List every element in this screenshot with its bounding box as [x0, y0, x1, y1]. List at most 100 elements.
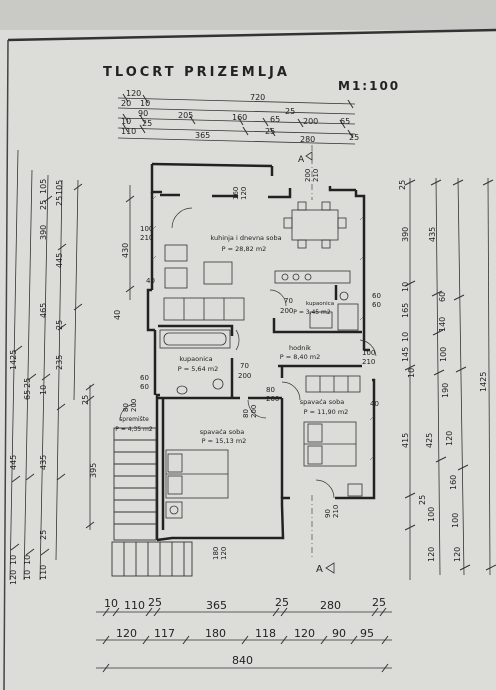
lbl-kitchen-door-w: 100	[140, 225, 153, 233]
dim-left-40a: 40	[113, 310, 122, 320]
bathroom-fixtures	[159, 291, 359, 395]
dim-top-65a: 65	[270, 115, 280, 124]
plan-scale: M1:100	[338, 79, 400, 93]
doors	[119, 207, 377, 499]
room-bath-lower-area: P = 5,64 m2	[178, 365, 219, 373]
left-dim-labels: 1425 25 445 10 10 25 120 105 25 465 65 4…	[9, 179, 130, 585]
top-dim-labels: 120 720 20 10 25 90 205 160 65 200 65 10…	[121, 89, 359, 144]
frame-left	[3, 39, 9, 690]
bottom-dimensions	[96, 607, 392, 673]
dim-top-205: 205	[178, 111, 193, 120]
dim-top-200: 200	[303, 117, 318, 126]
dim-top-25d: 25	[349, 133, 359, 142]
dim-right-10b: 10	[401, 332, 410, 342]
section-mark-top: A	[298, 155, 305, 165]
dim-top-365: 365	[195, 131, 210, 140]
room-kitchen-area: P = 28,82 m2	[222, 245, 267, 253]
room-labels: kuhinja i dnevna soba P = 28,82 m2 kupao…	[115, 234, 348, 445]
dim-left-435: 435	[39, 455, 48, 470]
lbl-storage-door-w: 80	[122, 403, 130, 412]
lbl-storage-door-h: 200	[130, 399, 138, 412]
dim-bottom-25a: 25	[148, 596, 162, 609]
dim-right-10c: 10	[407, 368, 416, 378]
dim-bottom-120: 120	[116, 627, 137, 640]
kitchen-furniture	[163, 201, 351, 321]
lbl-bath-upper-win-w: 60	[372, 292, 381, 300]
lbl-bath-lower-door-w: 70	[240, 362, 249, 370]
dim-right-10a: 10	[401, 282, 410, 292]
dim-right-190: 190	[441, 383, 450, 398]
dim-left-430: 430	[121, 243, 130, 258]
dim-left-25e: 25	[81, 395, 90, 405]
lbl-bottom-door-w: 180	[212, 547, 220, 560]
dim-right-25a: 25	[398, 180, 407, 190]
lbl-hall-side: 40	[370, 400, 379, 408]
room-hall-name: hodnik	[289, 344, 311, 352]
lbl-top-right-h: 210	[312, 169, 320, 182]
dim-top-10: 10	[140, 99, 150, 108]
room-bath-upper-area: P = 3,45 m2	[293, 309, 331, 316]
dim-bottom-118: 118	[255, 627, 276, 640]
room-bedroom-left-name: spavaća soba	[200, 428, 244, 436]
opening-labels: 100 210 160 120 200 210 40 70 200 60 60 …	[122, 169, 381, 560]
dim-left-25d: 25	[55, 320, 64, 330]
left-dimensions	[9, 149, 135, 581]
lbl-bath-upper-door-w: 70	[284, 297, 293, 305]
dim-bottom-180: 180	[205, 627, 226, 640]
lbl-bedroom-left-door-w: 80	[242, 409, 250, 418]
dim-left-25a: 25	[23, 378, 32, 388]
dim-bottom-117: 117	[154, 627, 175, 640]
dim-top-10b: 10	[121, 117, 131, 126]
dim-left-445b: 445	[55, 253, 64, 268]
section-arrow-top	[305, 151, 313, 161]
dim-left-110: 110	[39, 565, 48, 580]
dim-left-390: 390	[39, 225, 48, 240]
lbl-kitchen-door-h: 210	[140, 234, 153, 242]
lbl-bedroom-right-door-w: 80	[266, 386, 275, 394]
right-dim-labels: 25 390 10 165 10 145 10 415 25 100 120 4…	[398, 180, 488, 562]
dim-right-120c: 120	[453, 547, 462, 562]
dim-right-390: 390	[401, 227, 410, 242]
lbl-top-window-w: 160	[232, 187, 240, 200]
lbl-bottom-door-h: 120	[220, 547, 228, 560]
dim-left-25f: 25	[55, 196, 64, 206]
dim-top-110: 110	[121, 127, 136, 136]
dim-left-10c: 10	[39, 385, 48, 395]
lbl-bedroom-left-door-h: 200	[250, 405, 258, 418]
room-bath-lower-name: kupaonica	[179, 355, 212, 363]
dim-top-280: 280	[300, 135, 315, 144]
section-arrow-bottom	[325, 562, 335, 574]
lbl-bottom-window-w: 90	[324, 509, 332, 518]
dim-right-165: 165	[401, 303, 410, 318]
dim-bottom-25b: 25	[275, 596, 289, 609]
dim-top-20: 20	[121, 99, 131, 108]
room-storage-area: P = 4,35 m2	[115, 426, 153, 433]
dim-bottom-total: 840	[232, 654, 253, 667]
dim-right-415: 415	[401, 433, 410, 448]
dim-right-100c: 100	[451, 513, 460, 528]
dim-left-445a: 445	[9, 455, 18, 470]
stairs	[111, 427, 193, 577]
room-bedroom-right-name: spavaća soba	[300, 398, 344, 406]
dim-bottom-365: 365	[206, 599, 227, 612]
lbl-bedroom-right-door-h: 200	[266, 395, 279, 403]
dim-left-105b: 105	[55, 180, 64, 195]
dim-bottom-120b: 120	[294, 627, 315, 640]
room-bedroom-left-area: P = 15,13 m2	[202, 437, 247, 445]
dim-left-395: 395	[89, 463, 98, 478]
dim-right-145: 145	[401, 347, 410, 362]
lbl-bath-upper-win-h: 60	[372, 301, 381, 309]
dim-top-25c: 25	[265, 127, 275, 136]
dim-right-25b: 25	[418, 495, 427, 505]
dim-right-100a: 100	[427, 507, 436, 522]
walls	[146, 162, 376, 542]
dim-right-160: 160	[449, 475, 458, 490]
dim-bottom-95: 95	[360, 627, 374, 640]
dim-top-120: 120	[126, 89, 141, 98]
bottom-dim-labels: 10 110 25 365 25 280 25 120 117 180 118 …	[104, 596, 386, 667]
dim-top-720: 720	[250, 93, 265, 102]
wall-hatching	[151, 195, 375, 461]
lbl-bath-upper-door-h: 200	[280, 307, 293, 315]
dim-left-25b: 25	[39, 530, 48, 540]
